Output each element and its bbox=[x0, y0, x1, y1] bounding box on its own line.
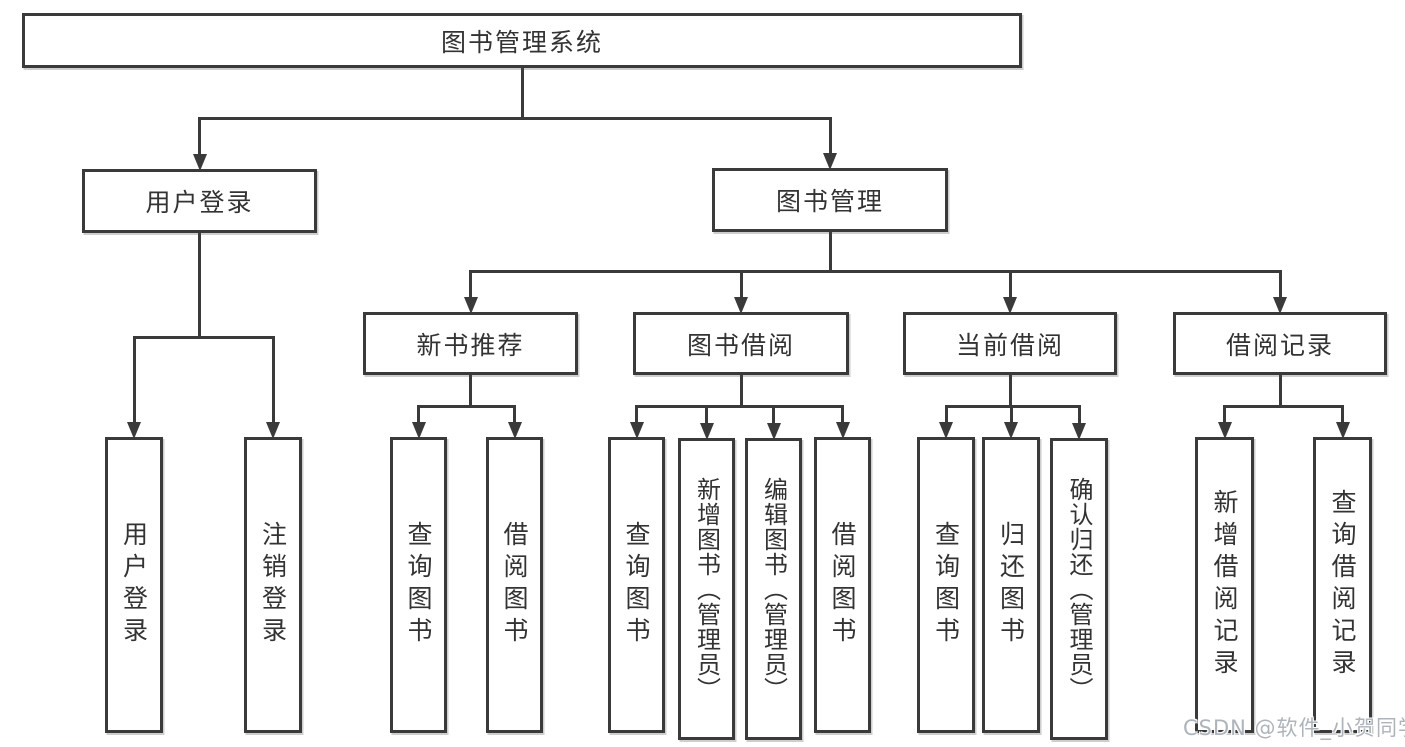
connector-arrow bbox=[629, 422, 644, 439]
node-label: 查询借阅记录 bbox=[1328, 489, 1357, 681]
connector-line bbox=[739, 374, 743, 408]
node-cb-confirm-return-admin: 确认归还（管理员） bbox=[1050, 438, 1108, 740]
connector-line bbox=[469, 374, 472, 408]
node-bb-query-book: 查询图书 bbox=[608, 437, 665, 733]
node-label: 注销登录 bbox=[258, 521, 288, 649]
watermark: CSDN @软件_小贺同学 bbox=[1183, 716, 1405, 740]
connector-line bbox=[739, 271, 743, 300]
node-label: 确认归还（管理员） bbox=[1065, 476, 1093, 702]
node-book-borrow: 图书借阅 bbox=[633, 312, 849, 375]
connector-line bbox=[469, 271, 472, 300]
node-nbr-query-book: 查询图书 bbox=[390, 437, 447, 733]
node-bb-edit-book-admin: 编辑图书（管理员） bbox=[745, 438, 802, 740]
connector-line bbox=[417, 406, 420, 425]
node-label: 借阅图书 bbox=[500, 521, 529, 649]
connector-arrow bbox=[823, 153, 837, 170]
connector-line bbox=[1278, 271, 1282, 300]
connector-line bbox=[132, 337, 136, 425]
node-label: 用户登录 bbox=[119, 521, 149, 649]
node-label: 查询图书 bbox=[931, 521, 961, 649]
node-label: 编辑图书（管理员） bbox=[759, 476, 788, 702]
node-bb-borrow-book: 借阅图书 bbox=[814, 437, 871, 733]
connector-arrow bbox=[1335, 422, 1350, 439]
connector-line bbox=[635, 406, 638, 425]
connector-line bbox=[772, 406, 775, 426]
node-label: 归还图书 bbox=[996, 521, 1026, 649]
connector-arrow bbox=[766, 423, 781, 440]
node-bb-add-book-admin: 新增图书（管理员） bbox=[678, 438, 735, 740]
connector-line bbox=[1278, 374, 1282, 408]
connector-line bbox=[944, 404, 1081, 408]
connector-arrow bbox=[127, 422, 141, 439]
connector-arrow bbox=[1072, 423, 1086, 440]
connector-line bbox=[469, 269, 1282, 273]
node-label: 新增借阅记录 bbox=[1210, 489, 1239, 681]
connector-line bbox=[828, 118, 832, 156]
connector-line bbox=[198, 116, 832, 120]
connector-line bbox=[1077, 406, 1081, 426]
node-br-add-record: 新增借阅记录 bbox=[1195, 437, 1254, 733]
node-cb-return-book: 归还图书 bbox=[982, 437, 1040, 733]
node-label: 图书借阅 bbox=[686, 330, 795, 360]
connector-arrow bbox=[192, 154, 207, 171]
connector-arrow bbox=[835, 422, 850, 439]
connector-arrow bbox=[411, 422, 426, 439]
connector-line bbox=[198, 232, 201, 339]
connector-arrow bbox=[1273, 297, 1287, 314]
node-cb-query-book: 查询图书 bbox=[917, 437, 975, 733]
connector-arrow bbox=[699, 423, 714, 440]
connector-line bbox=[828, 231, 832, 273]
connector-line bbox=[1223, 406, 1226, 425]
connector-line bbox=[513, 406, 516, 425]
connector-arrow bbox=[1004, 422, 1018, 439]
connector-line bbox=[520, 67, 524, 120]
connector-line bbox=[271, 337, 275, 425]
node-label: 查询图书 bbox=[622, 521, 651, 649]
node-label: 新增图书（管理员） bbox=[692, 476, 721, 702]
node-book-mgmt: 图书管理 bbox=[712, 168, 948, 232]
connector-line bbox=[198, 118, 201, 157]
node-borrow-record: 借阅记录 bbox=[1173, 312, 1387, 375]
connector-line bbox=[1341, 406, 1344, 425]
node-current-borrow: 当前借阅 bbox=[903, 312, 1117, 375]
connector-line bbox=[635, 404, 844, 408]
node-user-login: 用户登录 bbox=[105, 437, 163, 733]
node-label: 新书推荐 bbox=[416, 330, 525, 360]
node-label: 图书管理系统 bbox=[440, 27, 603, 57]
node-label: 查询图书 bbox=[404, 521, 433, 649]
node-label: 借阅图书 bbox=[828, 521, 857, 649]
connector-line bbox=[841, 406, 844, 425]
node-new-book-rec: 新书推荐 bbox=[363, 312, 578, 375]
connector-line bbox=[1008, 271, 1012, 300]
connector-arrow bbox=[463, 297, 478, 314]
node-logout-login: 注销登录 bbox=[244, 437, 302, 733]
connector-line bbox=[132, 335, 275, 339]
connector-arrow bbox=[1217, 422, 1232, 439]
connector-line bbox=[1009, 406, 1013, 425]
connector-arrow bbox=[266, 422, 280, 439]
node-user-login-group: 用户登录 bbox=[82, 169, 317, 233]
connector-line bbox=[944, 406, 948, 425]
connector-arrow bbox=[734, 297, 748, 314]
node-br-query-record: 查询借阅记录 bbox=[1313, 437, 1372, 733]
node-label: 图书管理 bbox=[775, 187, 884, 216]
node-label: 当前借阅 bbox=[955, 330, 1064, 360]
node-label: 用户登录 bbox=[145, 188, 254, 217]
connector-arrow bbox=[939, 422, 953, 439]
connector-line bbox=[1223, 404, 1344, 408]
connector-arrow bbox=[1003, 297, 1017, 314]
node-nbr-borrow-book: 借阅图书 bbox=[486, 437, 543, 733]
connector-arrow bbox=[507, 422, 522, 439]
connector-line bbox=[705, 406, 708, 426]
connector-line bbox=[1008, 374, 1012, 408]
node-label: 借阅记录 bbox=[1225, 330, 1334, 360]
node-root: 图书管理系统 bbox=[22, 13, 1022, 68]
connector-line bbox=[417, 404, 516, 408]
